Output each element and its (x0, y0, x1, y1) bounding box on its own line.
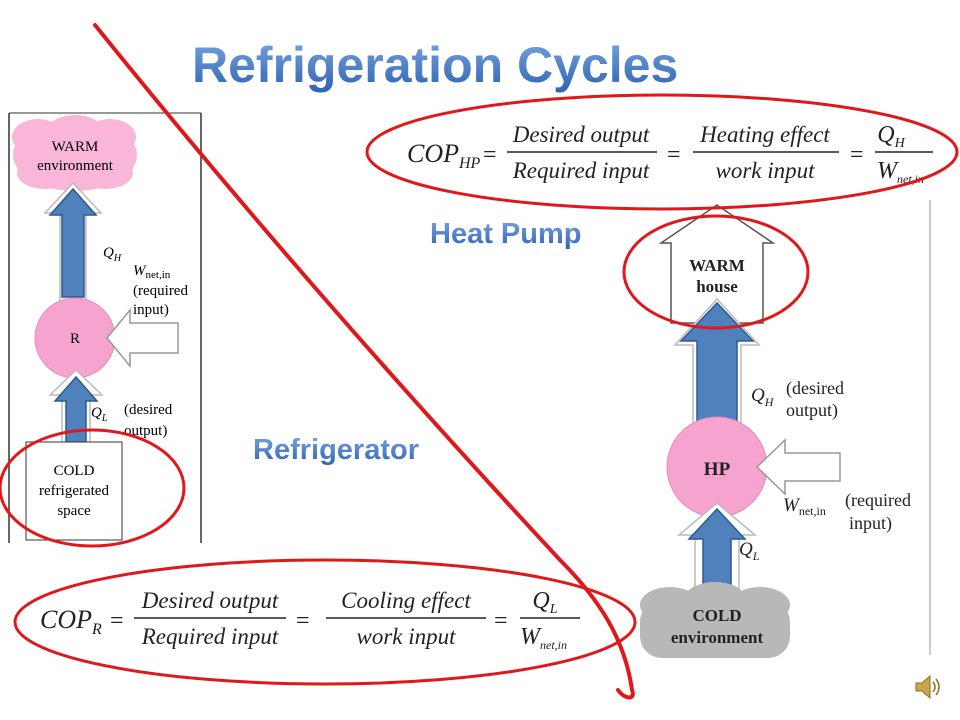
cold-label-2: refrigerated (39, 483, 109, 499)
equals-3: = (850, 142, 864, 168)
cop-hp-f3-den: Wnet,in (877, 158, 924, 186)
heat-pump-diagram: WARM house HP COLD environment QH (desir… (640, 200, 931, 658)
hp-qh-symbol: QH (751, 385, 775, 409)
warm-label-2: environment (37, 158, 114, 174)
hp-cold-label-2: environment (671, 628, 764, 647)
heat-pump-label: Heat Pump (430, 218, 581, 250)
cop-r-f3-num: QL (532, 588, 557, 617)
qh-symbol: QH (103, 245, 122, 264)
equals-2: = (667, 142, 681, 168)
cop-hp-f2-num: Heating effect (699, 122, 830, 147)
qh-arrow (48, 187, 98, 298)
cop-hp-f3-num: QH (877, 122, 905, 151)
w-note-2: input) (133, 302, 169, 318)
ql-note-1: (desired (124, 402, 173, 418)
refrigerator-diagram: WARM environment R QH Wnet,in (required … (8, 112, 202, 543)
speaker-icon[interactable] (912, 672, 942, 702)
cop-hp-f1-num: Desired output (512, 122, 650, 147)
r-equals-3: = (494, 608, 508, 634)
hp-w-note-1: (required (845, 490, 911, 511)
cop-r-lhs: COPR (40, 605, 102, 638)
device-label: R (70, 331, 80, 347)
hp-w-symbol: Wnet,in (783, 495, 826, 518)
cop-r-f1-den: Required input (141, 624, 279, 649)
hp-w-note-2: input) (849, 513, 892, 534)
equals-1: = (483, 142, 497, 168)
hp-qh-note-1: (desired (786, 378, 844, 399)
warm-label-1: WARM (52, 139, 99, 155)
refrigerator-label: Refrigerator (253, 434, 419, 466)
hp-cold-label-1: COLD (692, 606, 741, 625)
r-equals-2: = (296, 608, 310, 634)
hp-warm-label-2: house (696, 277, 738, 296)
ql-symbol: QL (91, 405, 108, 424)
r-equals-1: = (110, 608, 124, 634)
cop-r-f3-den: Wnet,in (520, 624, 567, 652)
cop-r-f2-den: work input (356, 624, 456, 649)
hp-ql-symbol: QL (739, 539, 760, 563)
hp-work-input-arrow (755, 438, 841, 496)
cop-r-equation: COPR = Desired output Required input = C… (40, 588, 580, 652)
cop-hp-equation: COPHP = Desired output Required input = … (407, 122, 933, 186)
hp-qh-note-2: output) (786, 400, 838, 421)
page-title: Refrigeration Cycles (192, 37, 678, 93)
ql-note-2: output) (124, 423, 167, 439)
cop-hp-f1-den: Required input (512, 158, 650, 183)
refrigerator-label-graphic: Refrigerator (251, 432, 421, 468)
cold-cloud (640, 582, 790, 658)
cop-hp-lhs: COPHP (407, 139, 481, 172)
w-note-1: (required (133, 283, 188, 299)
cop-hp-f2-den: work input (715, 158, 815, 183)
hp-warm-label-1: WARM (689, 256, 745, 275)
heat-pump-label-graphic: Heat Pump (428, 216, 583, 252)
cop-r-f1-num: Desired output (141, 588, 279, 613)
cold-label-3: space (57, 503, 91, 519)
work-input-arrow (106, 307, 179, 369)
hp-device-label: HP (704, 459, 731, 480)
cold-label-1: COLD (54, 463, 95, 479)
cop-r-f2-num: Cooling effect (341, 588, 471, 613)
w-symbol: Wnet,in (133, 263, 171, 281)
title-graphic: Refrigeration Cycles (189, 34, 681, 96)
